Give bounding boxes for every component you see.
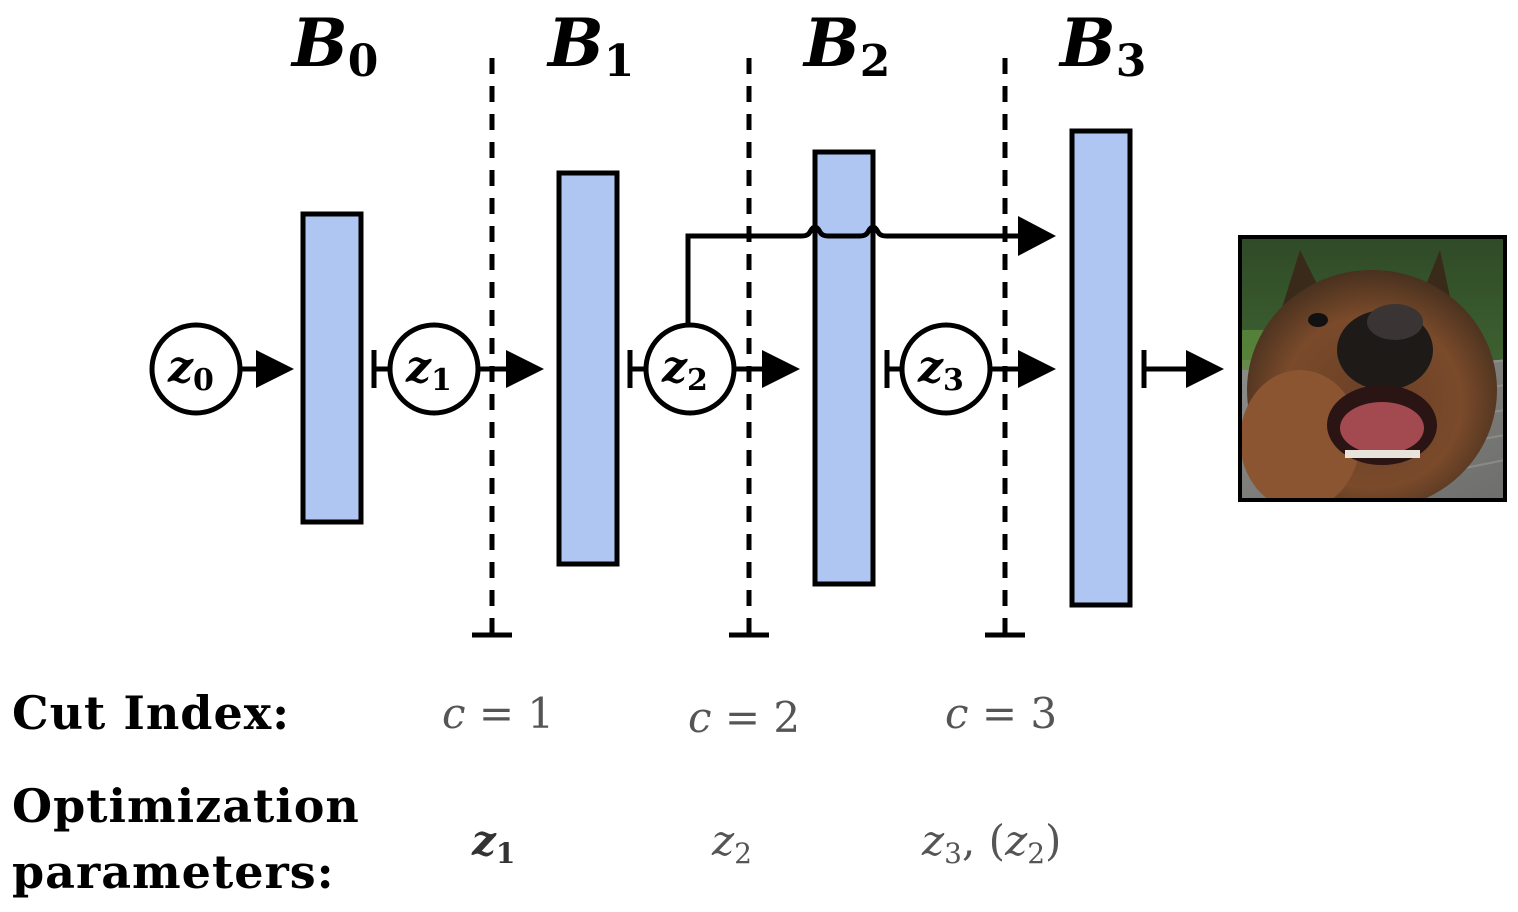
- output-dog-image: [1238, 235, 1507, 502]
- block-b0: [300, 211, 364, 525]
- arrow-z3-to-b3: [990, 350, 1056, 388]
- optimization-label-line1: Optimization: [12, 779, 360, 833]
- arrow-b0-to-z1: [371, 350, 390, 388]
- cut-index-1: c = 1: [442, 689, 554, 738]
- skip-connection-arrow: [685, 216, 1056, 324]
- arrow-b1-to-z2: [627, 350, 646, 388]
- block-label-b3: B3: [1058, 4, 1146, 87]
- block-b3: [1069, 128, 1133, 608]
- opt-param-2: z2: [711, 816, 752, 870]
- svg-text:z0: z0: [167, 342, 214, 398]
- optimization-label-line2: parameters:: [12, 845, 335, 899]
- node-z0: z0: [149, 322, 243, 416]
- cut-index-label: Cut Index:: [12, 686, 290, 740]
- opt-param-1: z1: [471, 816, 515, 870]
- opt-param-3: z3, (z2): [921, 816, 1061, 870]
- cut-line-2: [729, 58, 769, 638]
- block-label-b1: B1: [546, 4, 634, 87]
- arrow-z1-to-b1: [478, 350, 544, 388]
- svg-text:z2: z2: [661, 342, 708, 398]
- node-z1: z1: [387, 322, 481, 416]
- cut-index-3: c = 3: [945, 689, 1057, 738]
- svg-text:z1: z1: [405, 342, 452, 398]
- block-label-b2: B2: [802, 4, 890, 87]
- arrow-z0-to-b0: [240, 350, 294, 388]
- node-z3: z3: [899, 322, 993, 416]
- cut-index-2: c = 2: [688, 693, 800, 742]
- cut-line-3: [985, 58, 1025, 638]
- arrow-b3-to-output: [1141, 350, 1224, 388]
- block-label-b0: B0: [290, 4, 378, 87]
- block-b1: [556, 170, 620, 567]
- block-b2: [812, 149, 876, 587]
- svg-text:z3: z3: [917, 342, 964, 398]
- arrow-z2-to-b2: [734, 350, 800, 388]
- cut-line-1: [472, 58, 512, 638]
- node-z2: z2: [643, 322, 737, 416]
